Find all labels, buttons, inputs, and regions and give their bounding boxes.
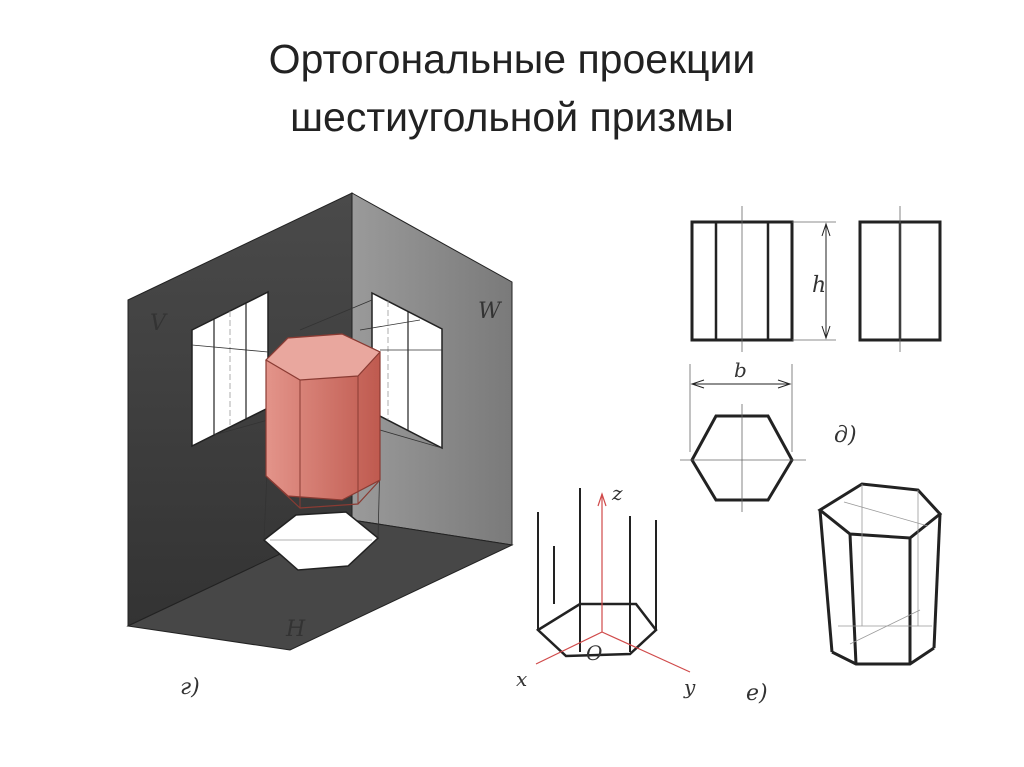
figure-d bbox=[680, 206, 942, 512]
plane-label-v: V bbox=[150, 311, 168, 336]
axis-label-origin: O bbox=[586, 641, 602, 665]
caption-e: е) bbox=[746, 681, 768, 706]
plane-label-w: W bbox=[478, 299, 503, 324]
slide-title: Ортогональные проекции шестиугольной при… bbox=[0, 30, 1024, 146]
axis-label-z: z bbox=[611, 481, 623, 505]
plane-label-h: H bbox=[285, 617, 306, 642]
prism-pictorial bbox=[265, 333, 381, 509]
caption-d: д) bbox=[834, 423, 857, 448]
axis-label-y: y bbox=[683, 675, 696, 699]
plane-h bbox=[126, 519, 514, 651]
caption-g: г) bbox=[180, 675, 200, 700]
figure-g: V W H г) bbox=[126, 192, 514, 700]
title-line-2: шестиугольной призмы bbox=[290, 94, 734, 140]
axis-label-x: x bbox=[516, 667, 527, 691]
figure-e bbox=[817, 482, 943, 666]
dim-label-h: h bbox=[812, 273, 826, 298]
dim-label-b: b bbox=[734, 358, 747, 382]
title-line-1: Ортогональные проекции bbox=[268, 36, 756, 82]
prism-top-face bbox=[817, 482, 943, 540]
axes-lines bbox=[535, 494, 691, 673]
figure-axes bbox=[535, 488, 691, 673]
